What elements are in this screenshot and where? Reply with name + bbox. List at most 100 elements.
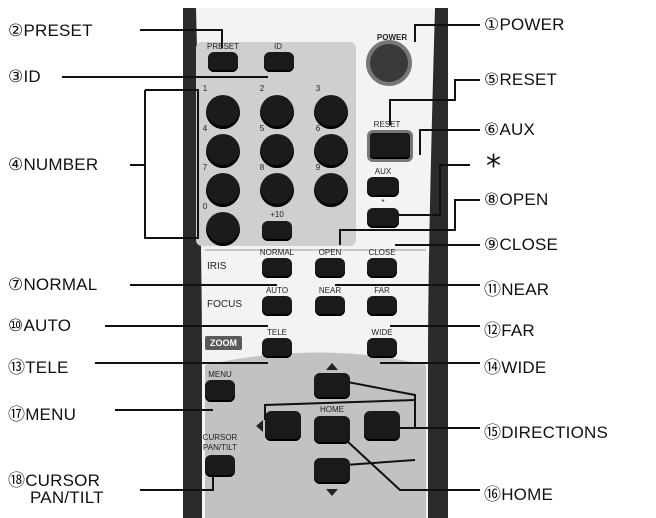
cursor-key-label-2: PAN/TILT [203,443,237,452]
leader-power [414,24,480,42]
close-key-label: CLOSE [368,248,396,257]
callout-star: * [486,149,501,184]
callout-aux: ⑥AUX [484,120,535,139]
reset-key-label: RESET [373,120,401,129]
zoom-wide-button[interactable] [367,338,397,358]
power-button[interactable] [366,40,412,86]
plus-ten-button[interactable] [262,221,292,241]
zoom-badge: ZOOM [205,336,242,350]
leader-preset [140,29,223,48]
callout-home: ⑯HOME [484,485,553,504]
num-label-9: 9 [315,163,321,172]
callout-near: ⑪NEAR [484,280,550,299]
focus-auto-button[interactable] [262,296,292,316]
zoom-tele-button[interactable] [262,338,292,358]
number-key-6[interactable] [314,134,348,168]
callout-preset: ②PRESET [8,21,93,40]
menu-key-label: MENU [208,370,232,379]
normal-key-label: NORMAL [259,248,295,257]
power-label: POWER [376,33,408,42]
focus-far-button[interactable] [367,296,397,316]
number-key-3[interactable] [314,95,348,129]
star-key-label: * [381,198,385,207]
id-key-label: ID [274,42,282,51]
far-key-label: FAR [374,286,390,295]
arrow-up-icon [326,363,338,370]
callout-id: ③ID [8,67,41,86]
iris-label: IRIS [207,261,227,272]
home-key-label: HOME [320,405,344,414]
leader-reset [389,79,480,125]
num-label-1: 1 [202,84,208,93]
wide-key-label: WIDE [371,328,393,337]
focus-label: FOCUS [207,299,242,310]
num-label-3: 3 [315,84,321,93]
number-key-2[interactable] [260,95,294,129]
number-key-1[interactable] [206,95,240,129]
leader-lines [62,24,480,491]
menu-button[interactable] [205,380,235,402]
iris-normal-button[interactable] [262,258,292,278]
leader-dir-up [336,379,480,429]
cursor-key-label-1: CURSOR [202,433,238,442]
number-key-8[interactable] [260,173,294,207]
direction-right-button[interactable] [364,411,400,441]
near-key-label: NEAR [318,286,342,295]
callout-cursor-line1: ⑱CURSOR [8,471,101,490]
aux-button[interactable] [367,177,399,197]
callout-close: ⑨CLOSE [484,235,559,254]
num-label-4: 4 [202,124,208,133]
callout-cursor-line2: PAN/TILT [30,488,104,507]
leader-home [332,427,480,491]
num-label-10: +10 [270,210,284,219]
num-label-8: 8 [259,163,265,172]
leader-dir-down [344,459,416,466]
number-key-5[interactable] [260,134,294,168]
star-button[interactable] [367,208,399,228]
leader-number-bracket [144,89,199,239]
callout-reset: ⑤RESET [484,70,558,89]
num-label-0: 0 [202,202,208,211]
arrow-down-icon [326,489,338,496]
open-key-label: OPEN [318,248,342,257]
direction-up-button[interactable] [314,373,350,399]
number-key-4[interactable] [206,134,240,168]
callout-auto: ⑩AUTO [8,316,72,335]
callout-menu: ⑰MENU [8,405,77,424]
id-button[interactable] [264,52,294,72]
callout-power: ①POWER [484,15,565,34]
num-label-5: 5 [259,124,265,133]
preset-button[interactable] [208,52,238,72]
auto-key-label: AUTO [265,286,289,295]
num-label-6: 6 [315,124,321,133]
leader-open [339,199,480,245]
callout-tele: ⑬TELE [8,358,69,377]
num-label-7: 7 [202,163,208,172]
tele-key-label: TELE [266,328,288,337]
callout-normal: ⑦NORMAL [8,275,98,294]
arrow-left-icon [256,420,263,432]
direction-arrow-glyphs [256,363,338,496]
reset-button[interactable] [367,130,413,162]
callout-far: ⑫FAR [484,321,535,340]
iris-open-button[interactable] [315,258,345,278]
iris-close-button[interactable] [367,258,397,278]
num-label-2: 2 [259,84,265,93]
callout-open: ⑧OPEN [484,190,549,209]
leader-aux [419,129,480,155]
home-button[interactable] [314,416,350,444]
callout-wide: ⑭WIDE [484,358,547,377]
callout-directions: ⑮DIRECTIONS [484,423,609,442]
leader-star [392,164,470,216]
focus-near-button[interactable] [315,296,345,316]
preset-key-label: PRESET [206,42,240,51]
direction-down-button[interactable] [314,458,350,484]
number-key-7[interactable] [206,173,240,207]
number-key-0[interactable] [206,212,240,246]
number-key-9[interactable] [314,173,348,207]
callout-number: ④NUMBER [8,155,99,174]
cursor-pan-tilt-button[interactable] [205,455,235,477]
aux-key-label: AUX [374,167,392,176]
direction-left-button[interactable] [265,411,301,441]
